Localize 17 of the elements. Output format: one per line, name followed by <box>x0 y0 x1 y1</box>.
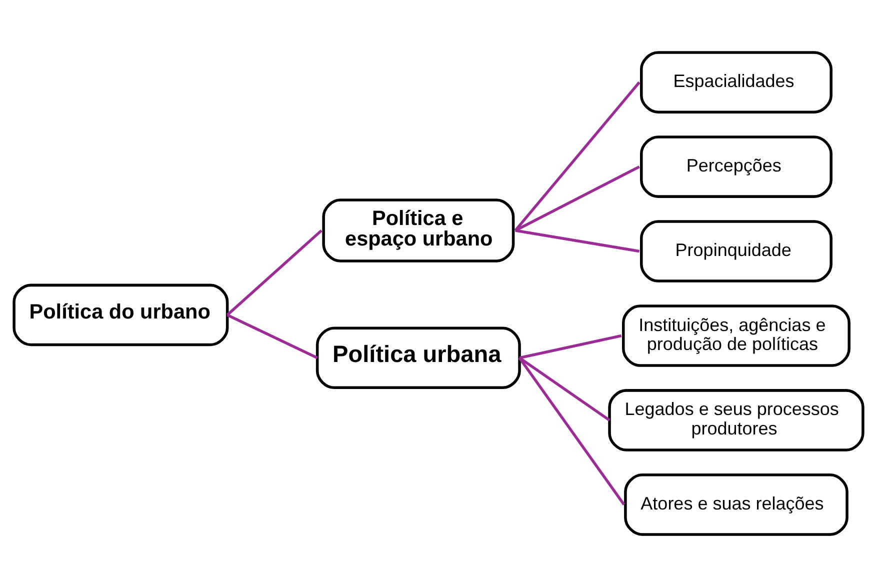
connector <box>514 80 640 231</box>
node-box: Política e espaço urbano <box>322 198 515 262</box>
connector <box>518 356 610 421</box>
connector <box>519 334 622 359</box>
connector <box>515 228 640 252</box>
node-box: Instituições, agências e produção de políticas <box>622 304 850 366</box>
connector <box>518 356 626 505</box>
connector <box>514 165 640 232</box>
node-box: Espacialidades <box>640 50 832 113</box>
node-box: Política urbana <box>316 326 521 389</box>
node-box: Legados e seus processos produtores <box>608 388 864 451</box>
node-box: Propinquidade <box>640 220 832 282</box>
connector <box>226 228 322 316</box>
connector <box>226 313 318 359</box>
node-box: Percepções <box>640 135 832 198</box>
node-box: Política do urbano <box>12 283 229 346</box>
node-box: Atores e suas relações <box>624 473 848 536</box>
